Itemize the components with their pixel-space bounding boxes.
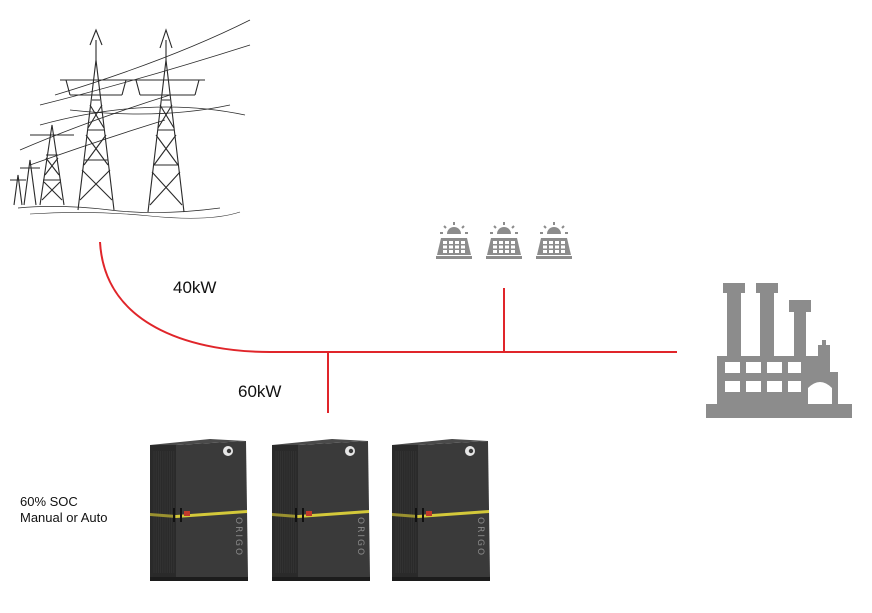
grid-feed-line bbox=[99, 241, 271, 353]
solar-panel-icon bbox=[486, 222, 522, 259]
battery-cabinet-icon: ORIGO bbox=[150, 439, 248, 581]
factory-icon bbox=[706, 283, 852, 418]
battery-brand-text: ORIGO bbox=[475, 517, 485, 557]
battery-cabinet-icon: ORIGO bbox=[392, 439, 490, 581]
battery-brand-text: ORIGO bbox=[355, 517, 365, 557]
soc-mode: Manual or Auto bbox=[20, 510, 108, 525]
soc-label: 60% SOC Manual or Auto bbox=[20, 494, 107, 526]
power-lines bbox=[99, 241, 677, 413]
battery-brand-text: ORIGO bbox=[233, 517, 243, 557]
soc-percentage: 60% SOC bbox=[20, 494, 78, 509]
battery-power-label: 60kW bbox=[238, 382, 282, 401]
transmission-tower-icon bbox=[10, 19, 251, 219]
solar-array bbox=[436, 222, 572, 259]
grid-power-label: 40kW bbox=[173, 278, 217, 297]
solar-panel-icon bbox=[536, 222, 572, 259]
battery-cabinet-icon: ORIGO bbox=[272, 439, 370, 581]
solar-panel-icon bbox=[436, 222, 472, 259]
battery-cabinets: ORIGO ORIGO ORIGO bbox=[150, 439, 490, 581]
